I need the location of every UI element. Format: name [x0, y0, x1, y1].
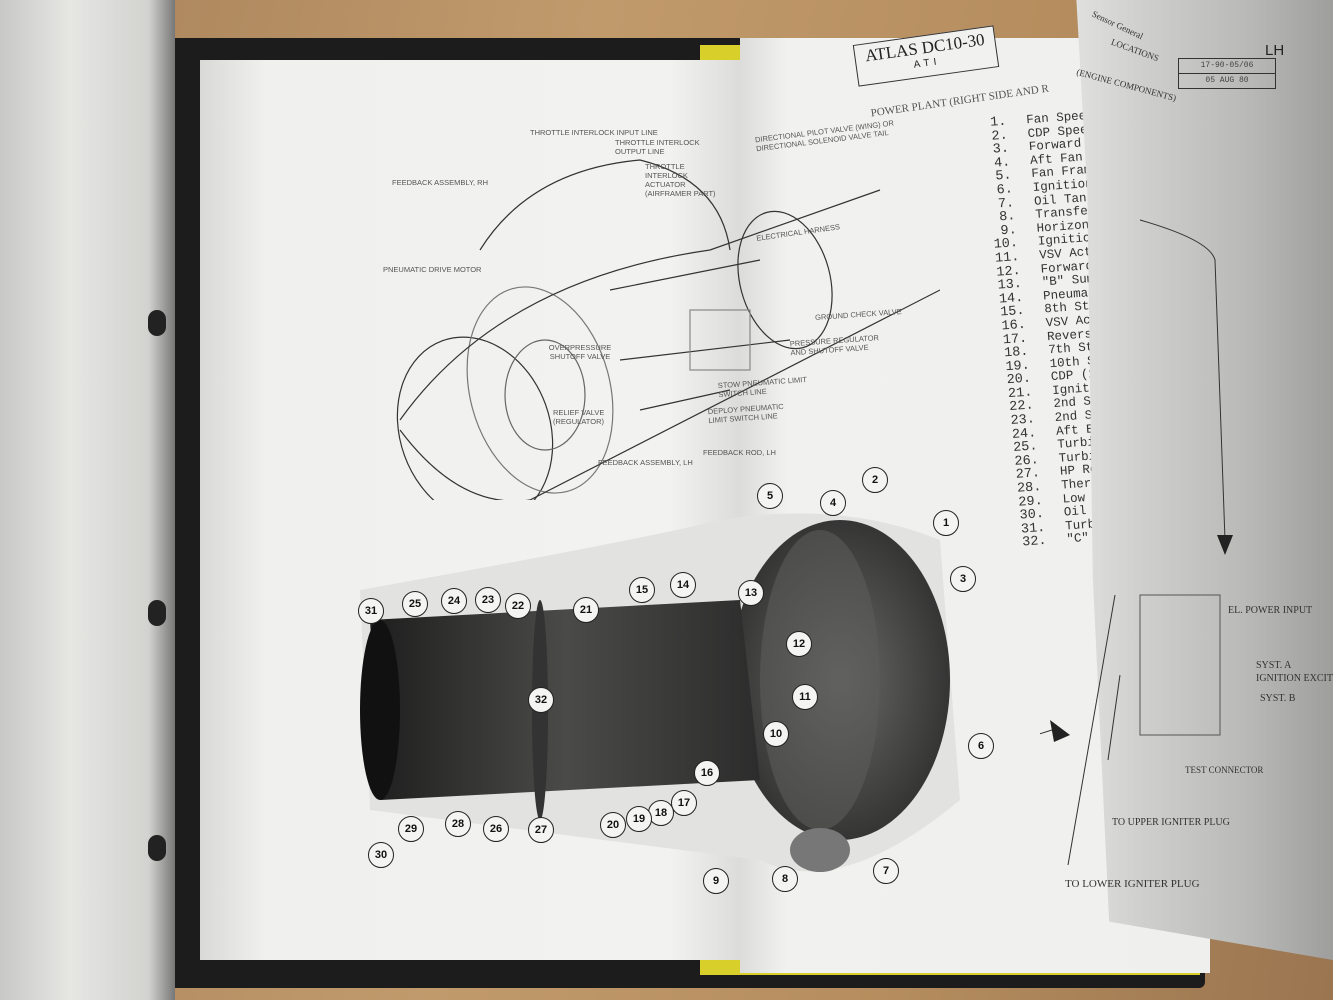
diagram-label: THROTTLE INTERLOCK ACTUATOR (AIRFRAMER P… — [645, 162, 716, 198]
doc-number: 17-90-05/06 — [1179, 59, 1275, 74]
diagram-label: THROTTLE INTERLOCK OUTPUT LINE — [615, 138, 700, 156]
folded-overlay-sheet — [1076, 0, 1333, 960]
callout-25: 25 — [402, 591, 428, 617]
callout-3: 3 — [950, 566, 976, 592]
callout-24: 24 — [441, 588, 467, 614]
binder-hole — [148, 600, 166, 626]
thrust-reverser-drawing — [396, 159, 940, 500]
callout-2: 2 — [862, 467, 888, 493]
callout-15: 15 — [629, 577, 655, 603]
callout-21: 21 — [573, 597, 599, 623]
callout-1: 1 — [933, 510, 959, 536]
callout-23: 23 — [475, 587, 501, 613]
power-input-label: EL. POWER INPUT — [1228, 605, 1313, 616]
syst-a-label: SYST. A — [1256, 660, 1292, 671]
callout-32: 32 — [528, 687, 554, 713]
to-lower-igniter-label: TO LOWER IGNITER PLUG — [1065, 878, 1200, 890]
callout-12: 12 — [786, 631, 812, 657]
callout-8: 8 — [772, 866, 798, 892]
callout-9: 9 — [703, 868, 729, 894]
callout-19: 19 — [626, 806, 652, 832]
diagram-label: THROTTLE INTERLOCK INPUT LINE — [530, 128, 658, 137]
ignition-exciter-label: IGNITION EXCITER — [1256, 673, 1333, 684]
callout-11: 11 — [792, 684, 818, 710]
callout-4: 4 — [820, 490, 846, 516]
callout-5: 5 — [757, 483, 783, 509]
callout-16: 16 — [694, 760, 720, 786]
diagram-label: FEEDBACK ASSEMBLY, RH — [392, 178, 489, 187]
diagram-label: PNEUMATIC DRIVE MOTOR — [383, 265, 482, 274]
callout-27: 27 — [528, 817, 554, 843]
callout-18: 18 — [648, 800, 674, 826]
engine-photo — [360, 513, 960, 872]
diagram-label: FEEDBACK ROD, LH — [703, 448, 776, 457]
callout-31: 31 — [358, 598, 384, 624]
doc-date: 05 AUG 80 — [1205, 76, 1249, 85]
callout-22: 22 — [505, 593, 531, 619]
exciter-arrows — [1040, 219, 1233, 866]
callout-14: 14 — [670, 572, 696, 598]
binder-hole — [148, 310, 166, 336]
callout-10: 10 — [763, 721, 789, 747]
binder-hole — [148, 835, 166, 861]
callout-28: 28 — [445, 811, 471, 837]
syst-b-label: SYST. B — [1260, 693, 1296, 704]
callout-26: 26 — [483, 816, 509, 842]
callout-17: 17 — [671, 790, 697, 816]
doc-info-box: 17-90-05/06 05 AUG 80 — [1178, 58, 1276, 89]
callout-13: 13 — [738, 580, 764, 606]
diagram-label: FEEDBACK ASSEMBLY, LH — [598, 458, 693, 467]
diagram-label: RELIEF VALVE (REGULATOR) — [553, 408, 605, 426]
previous-pages-stack — [0, 0, 175, 1000]
callout-6: 6 — [968, 733, 994, 759]
callout-29: 29 — [398, 816, 424, 842]
diagram-label: OVERPRESSURE SHUTOFF VALVE — [548, 343, 612, 361]
side-indicator: LH — [1265, 42, 1285, 59]
callout-30: 30 — [368, 842, 394, 868]
test-connector-label: TEST CONNECTOR — [1185, 765, 1264, 775]
callout-7: 7 — [873, 858, 899, 884]
to-upper-igniter-label: TO UPPER IGNITER PLUG — [1112, 817, 1230, 828]
callout-20: 20 — [600, 812, 626, 838]
